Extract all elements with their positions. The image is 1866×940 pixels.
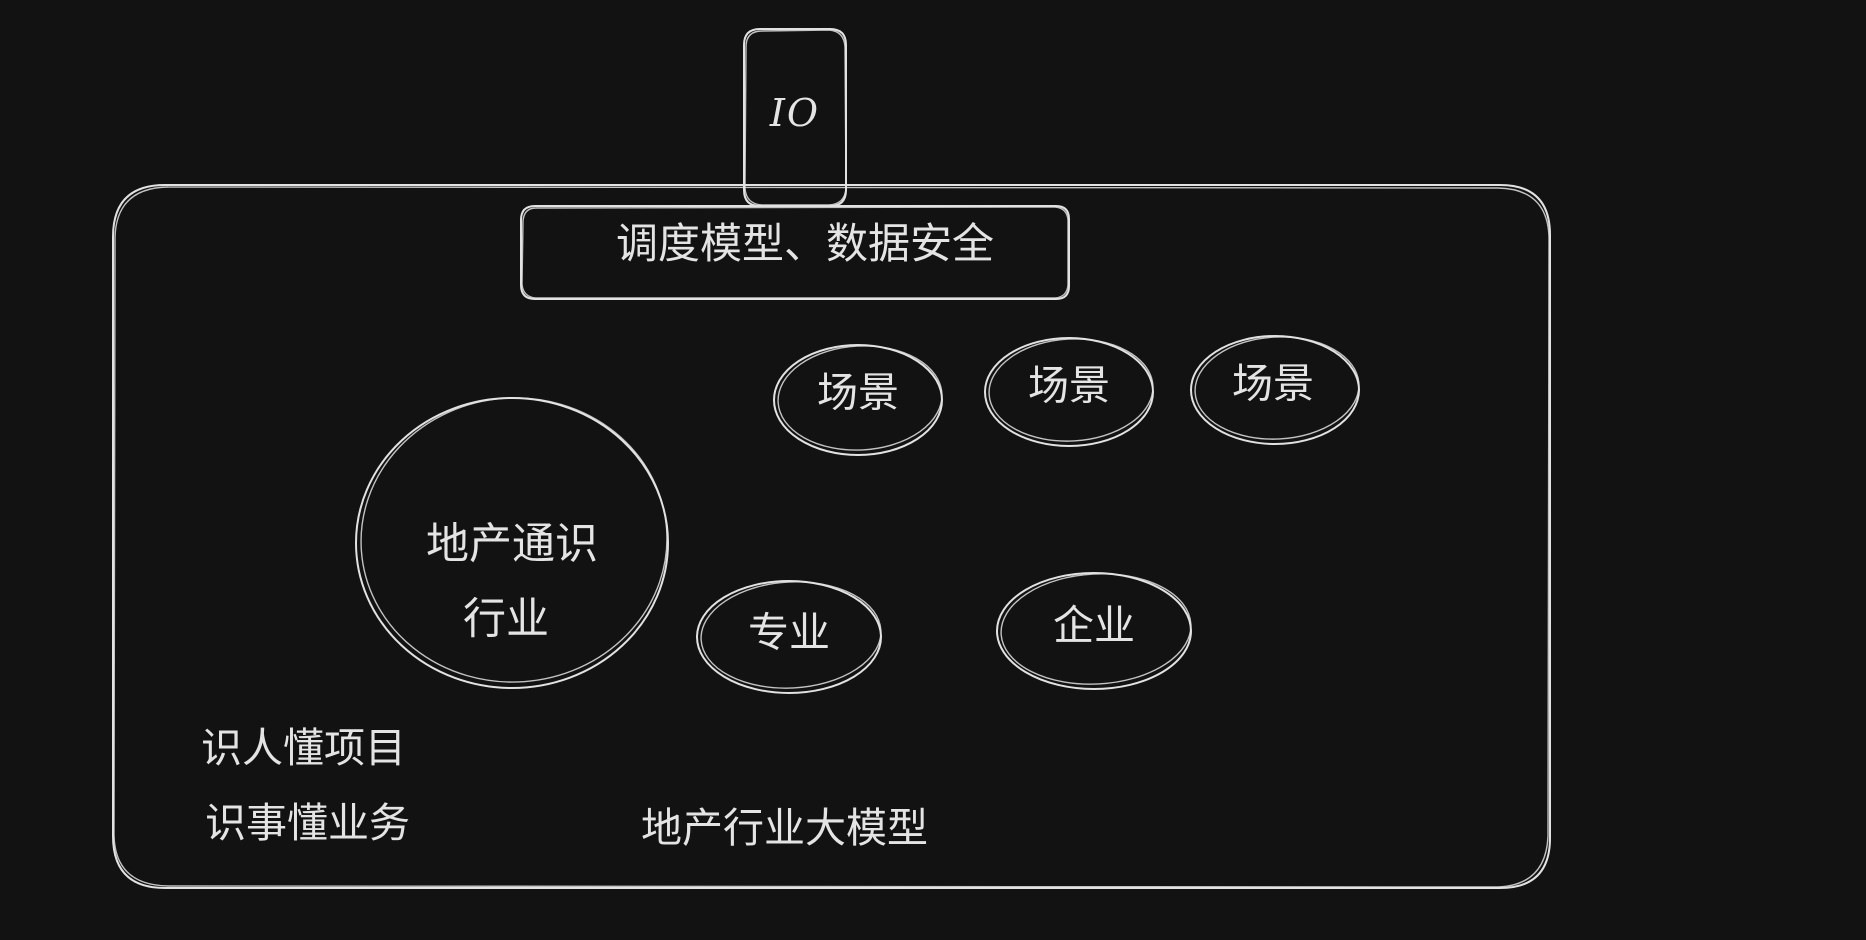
enterprise-ellipse [996, 572, 1192, 690]
scene-label-1: 场景 [817, 368, 899, 417]
specialty-ellipse [696, 580, 882, 694]
io-label: IO [769, 91, 821, 135]
model-title: 地产行业大模型 [641, 804, 928, 852]
note-line2: 识事懂业务 [205, 799, 410, 847]
top-bar-label: 调度模型、数据安全 [615, 219, 995, 268]
core-label-line1: 地产通识 [426, 519, 598, 570]
enterprise-label: 企业 [1053, 601, 1135, 650]
note-line1: 识人懂项目 [201, 724, 406, 772]
core-label-line2: 行业 [463, 594, 549, 645]
scene-ellipse-1 [773, 344, 943, 456]
scene-ellipse-3 [1190, 335, 1360, 445]
scene-ellipse-2 [984, 337, 1154, 447]
core-circle [355, 397, 669, 689]
specialty-label: 专业 [748, 608, 830, 657]
platform-container [112, 184, 1551, 889]
scene-label-3: 场景 [1232, 359, 1314, 408]
top-bar-box [520, 205, 1070, 300]
scene-label-2: 场景 [1028, 361, 1110, 410]
